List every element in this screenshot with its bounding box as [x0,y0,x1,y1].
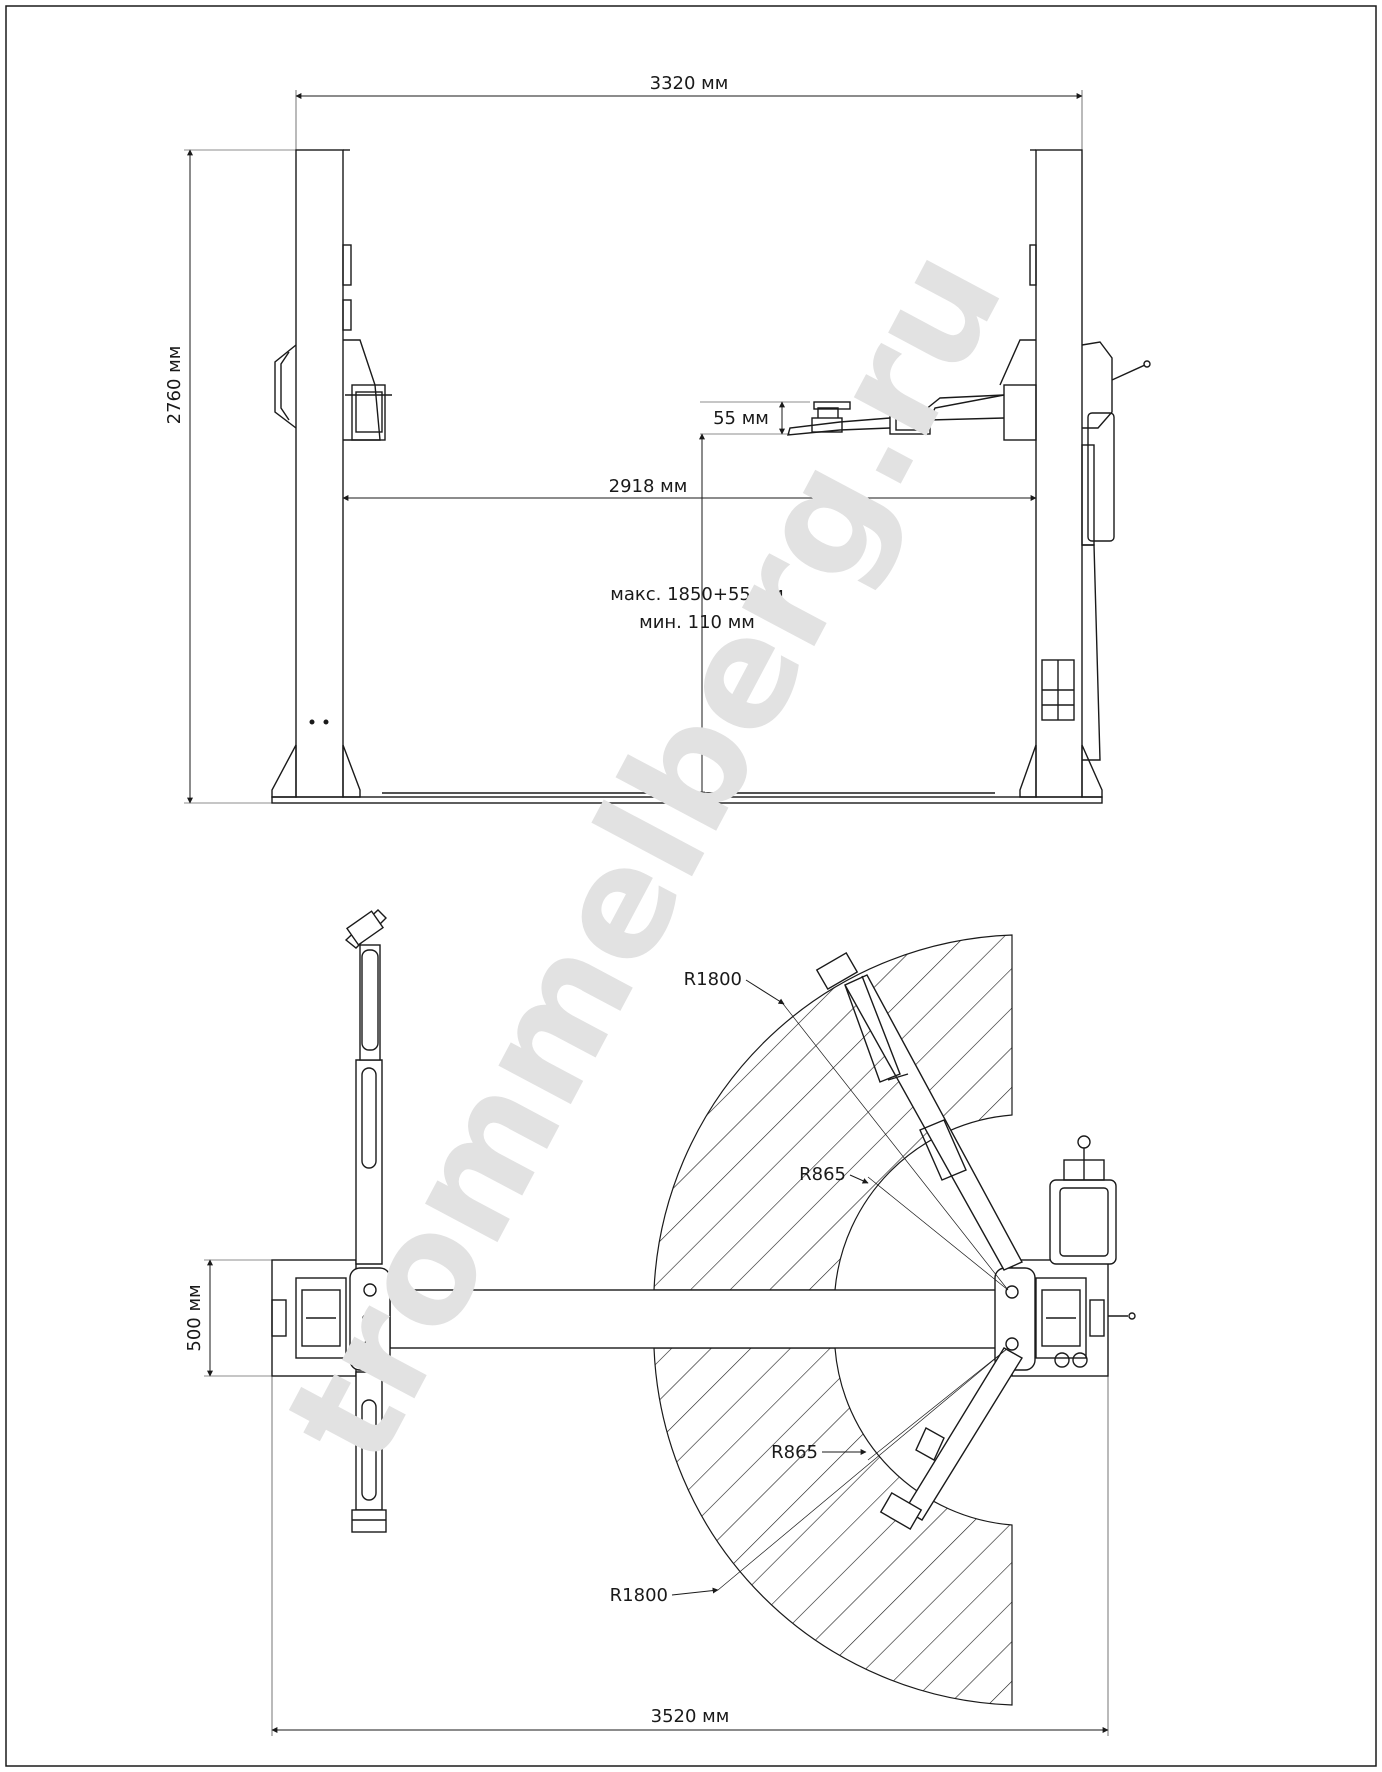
top-r-outer-bottom-label: R1800 [610,1585,668,1606]
front-inner-width-label: 2918 мм [609,476,688,497]
front-pad-height-label: 55 мм [713,408,769,429]
right-column [787,149,1151,798]
right-arm-upper [844,974,1023,1271]
top-r-inner-bottom-label: R865 [771,1442,818,1463]
base-plate [271,796,1103,804]
top-r-inner-top-label: R865 [799,1164,846,1185]
top-overall-width-label: 3520 мм [651,1706,730,1727]
top-r-outer-top-label: R1800 [684,969,742,990]
front-lift-min-label: мин. 110 мм [639,612,755,633]
top-view [204,909,1136,1736]
swing-zone-lower [653,1347,1013,1706]
page-border [5,5,1377,1767]
front-view [184,90,1151,804]
left-column [271,149,392,798]
top-base-depth-label: 500 мм [184,1284,205,1351]
right-arm-lower [904,1347,1023,1521]
front-lift-max-label: макс. 1850+55 мм [610,584,784,605]
front-overall-height-label: 2760 мм [164,346,185,425]
swing-zone-upper [653,934,1013,1291]
front-overall-width-label: 3320 мм [650,73,729,94]
